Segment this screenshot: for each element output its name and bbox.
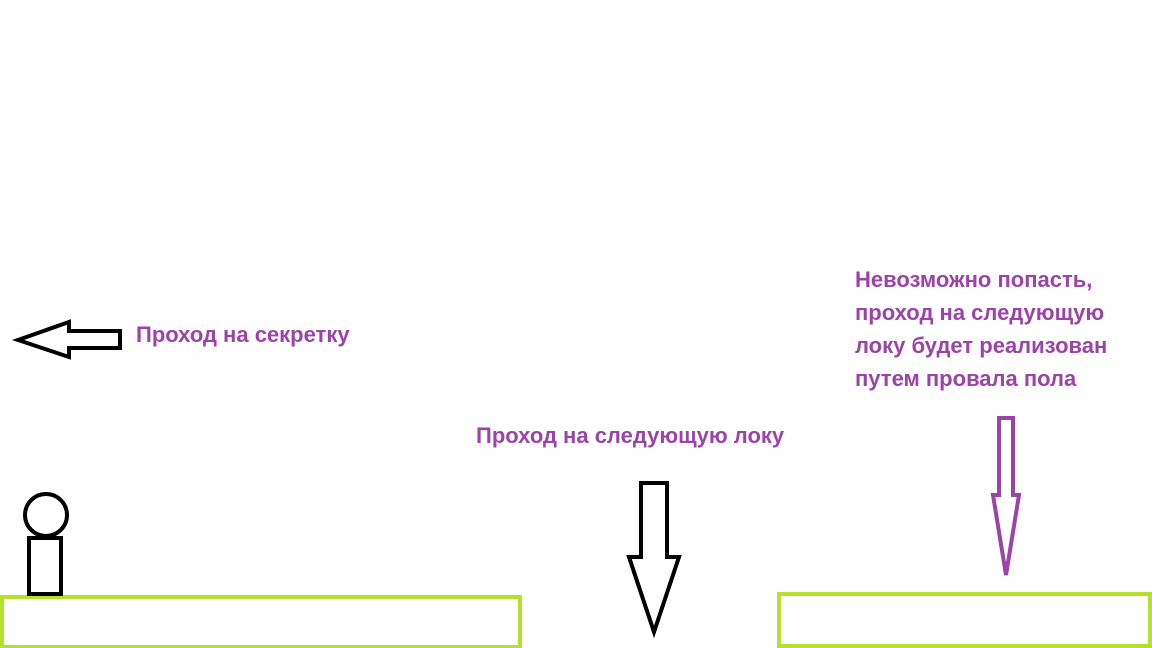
player-icon [23, 492, 69, 596]
down-arrow-icon [626, 481, 682, 639]
purple-down-arrow-icon [990, 416, 1022, 576]
left-arrow-icon [11, 319, 122, 360]
next-location-label: Проход на следующую локу [476, 423, 785, 448]
impossible-note-line: проход на следующую [855, 300, 1105, 325]
left-platform [0, 595, 522, 648]
impossible-note-line: локу будет реализован [855, 333, 1108, 358]
right-platform [777, 592, 1152, 648]
player-head [23, 492, 69, 538]
player-body [27, 536, 63, 596]
impossible-note-line: путем провала пола [855, 366, 1077, 391]
impossible-note-line: Невозможно попасть, [855, 267, 1093, 292]
secret-passage-label: Проход на секретку [136, 322, 350, 347]
impossible-note: Невозможно попасть, проход на следующую … [855, 263, 1107, 395]
